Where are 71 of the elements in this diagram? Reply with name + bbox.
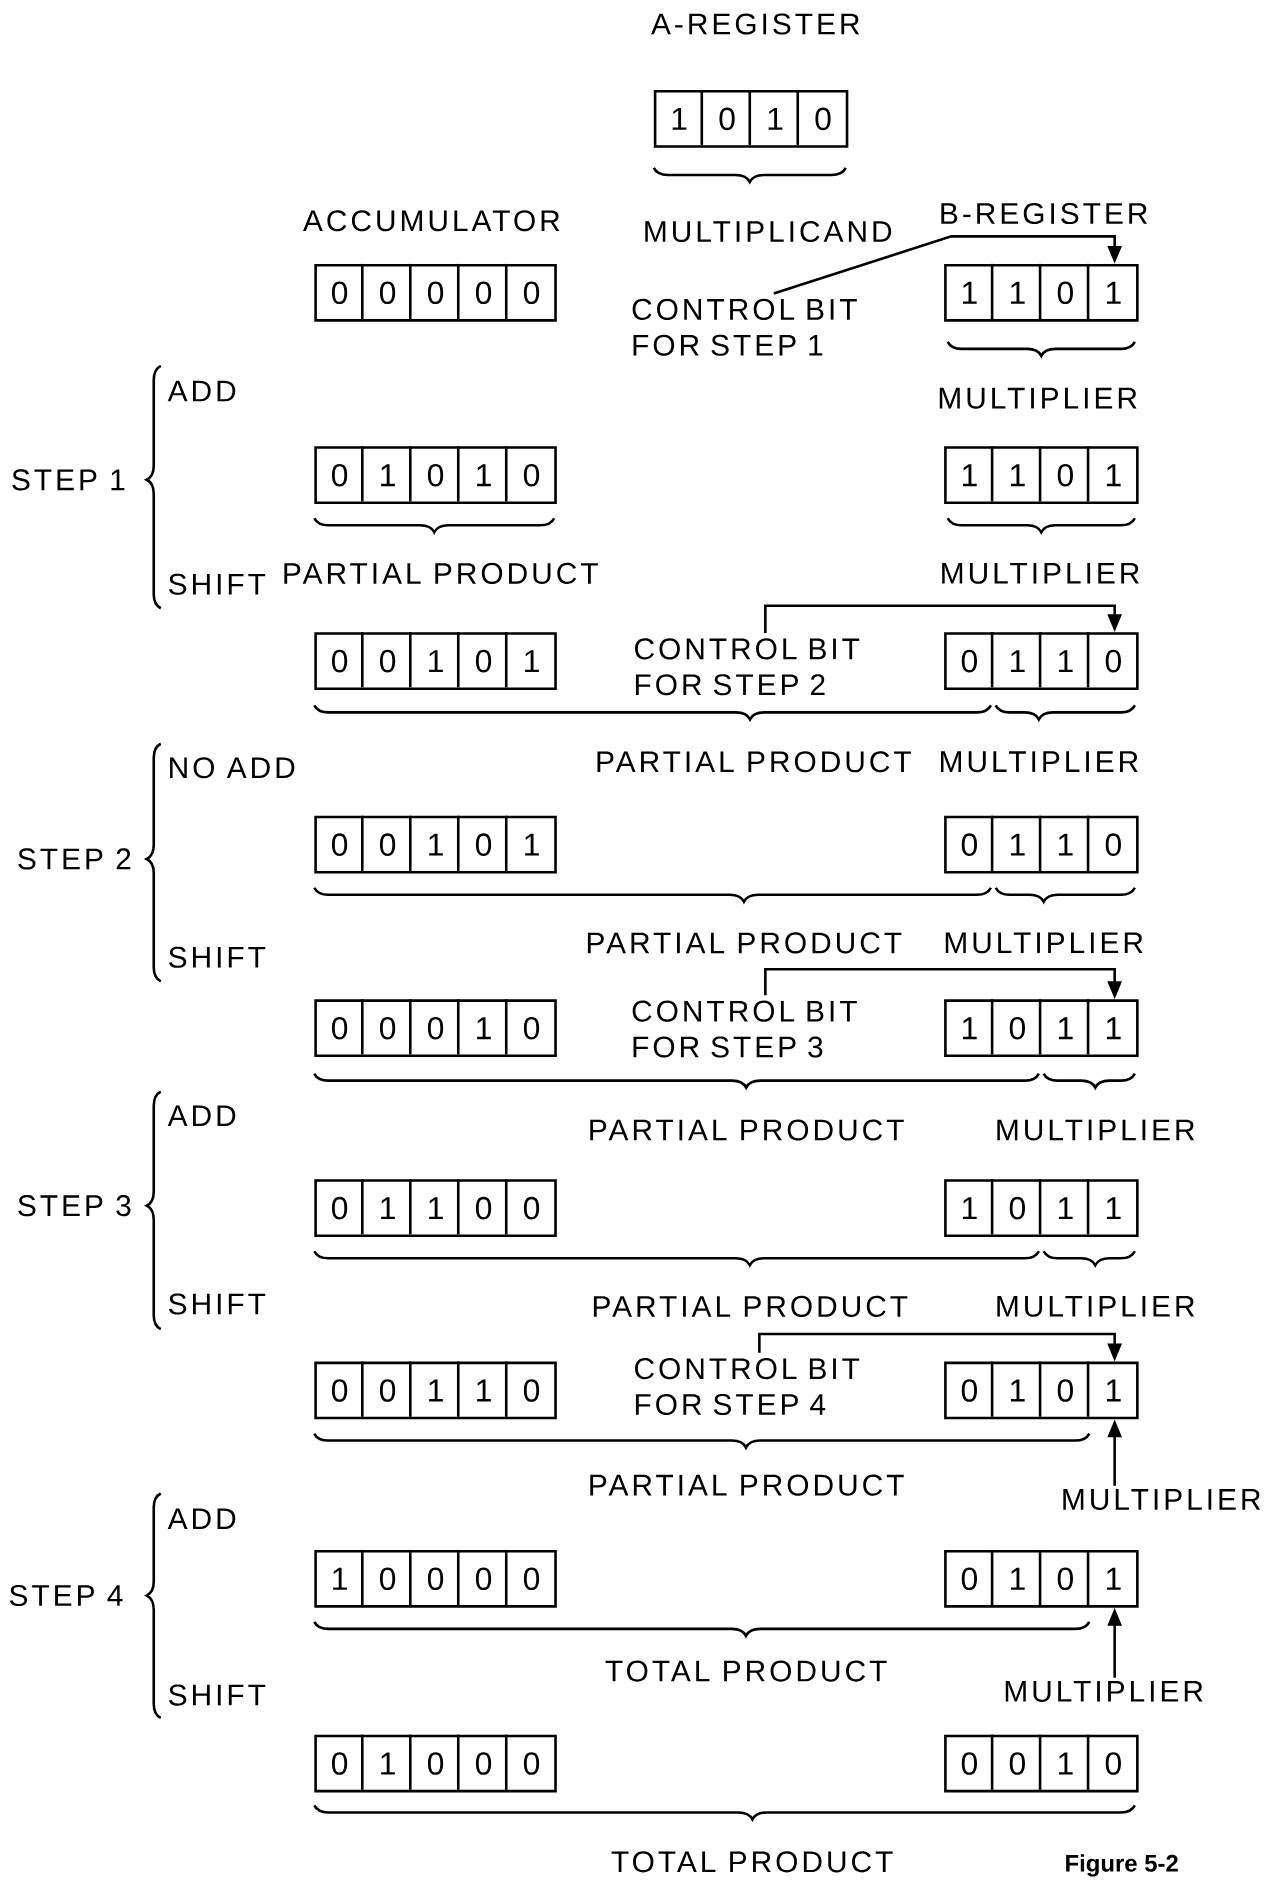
brace-label: MULTIPLIER	[997, 1295, 1195, 1317]
brace-label: ADD	[167, 1508, 236, 1529]
node-label: 0	[1057, 281, 1073, 305]
node-label: 0	[427, 281, 444, 305]
control-bit-label: CONTROL BIT FOR STEP 4	[634, 1358, 860, 1416]
register: 0 0 1 0 1	[314, 815, 557, 874]
node-label: 1	[1106, 281, 1121, 304]
brace-label: MULTIPLIER	[940, 751, 1138, 773]
brace-label: STEP 1	[12, 469, 125, 491]
brace-label: PARTIAL PRODUCT	[590, 1474, 904, 1496]
brace-label: SHIFT	[168, 946, 266, 968]
register: 0 1 1 0 0	[314, 1179, 557, 1237]
brace-label: PARTIAL PRODUCT	[587, 932, 902, 954]
node-label: 0	[523, 281, 540, 305]
register: 1 0 1 1	[944, 999, 1139, 1058]
brace-label: NO ADD	[170, 757, 295, 779]
brace-label: STEP 2	[18, 848, 131, 870]
brace-label: MULTIPLIER	[939, 387, 1137, 409]
brace-label: MULTIPLIER	[942, 563, 1139, 584]
node-label: 1	[962, 281, 977, 304]
node-label: 1	[672, 107, 687, 130]
brace-label: SHIFT	[168, 1684, 266, 1706]
register: 0 1 0 1 0	[314, 446, 557, 505]
leader-line	[763, 604, 1122, 633]
node-label: 1	[768, 107, 783, 130]
register-label: A-REGISTER	[651, 13, 860, 35]
brace-label: TOTAL PRODUCT	[605, 1660, 887, 1682]
node-label: 0	[815, 107, 831, 131]
brace-label: STEP 3	[18, 1195, 131, 1217]
brace-label: MULTIPLIER	[997, 1119, 1195, 1141]
brace-label: MULTIPLICAND	[645, 220, 892, 243]
register: 0 0 1 0	[944, 1734, 1139, 1793]
leader-line	[773, 235, 1122, 295]
node-label: 0	[379, 281, 396, 305]
node-label: 0	[475, 281, 492, 305]
register: 0 1 0 0 0	[314, 1734, 557, 1793]
register: 1 1 0 1	[944, 446, 1139, 505]
register: 0 0 1 0 1	[314, 632, 557, 690]
control-bit-label: CONTROL BIT FOR STEP 2	[634, 638, 860, 696]
brace-label: SHIFT	[168, 573, 266, 595]
register: 0 1 0 1	[944, 1361, 1139, 1420]
register-label: ACCUMULATOR	[302, 210, 560, 232]
brace-label: PARTIAL PRODUCT	[590, 1119, 904, 1141]
brace-label: SHIFT	[168, 1293, 266, 1315]
register: 1 0 0 0 0	[314, 1549, 557, 1608]
figure-caption: Figure 5-2	[1066, 1854, 1178, 1877]
register: 0 1 0 1	[944, 1549, 1139, 1608]
register: 1 0 1 1	[944, 1179, 1139, 1237]
brace-label: ADD	[167, 1105, 236, 1126]
register: 1 0 1 0	[653, 90, 849, 148]
node-label: 0	[719, 107, 735, 131]
brace-label: PARTIAL PRODUCT	[593, 1295, 908, 1317]
brace-label: ADD	[167, 380, 236, 402]
register: 0 0 0 0 0	[314, 263, 557, 322]
brace-label: MULTIPLIER	[945, 932, 1143, 954]
brace-label: PARTIAL PRODUCT	[284, 562, 598, 584]
register: 0 0 0 1 0	[314, 999, 557, 1058]
control-bit-label: CONTROL BIT FOR STEP 3	[632, 1000, 857, 1058]
register: 0 1 1 0	[944, 815, 1139, 874]
multiplier-label: MULTIPLIER	[1005, 1681, 1203, 1702]
brace-label: TOTAL PRODUCT	[611, 1851, 893, 1873]
multiplier-label: MULTIPLIER	[1063, 1489, 1261, 1510]
register-label: B-REGISTER	[941, 202, 1147, 225]
register: 0 1 1 0	[944, 632, 1139, 690]
brace-label: PARTIAL PRODUCT	[597, 751, 911, 773]
control-bit-label: CONTROL BIT FOR STEP 1	[632, 298, 857, 356]
register: 1 1 0 1	[944, 263, 1139, 322]
register: 0 0 1 1 0	[314, 1361, 557, 1420]
node-label: 1	[1010, 281, 1025, 304]
brace-label: STEP 4	[9, 1584, 123, 1607]
node-label: 0	[331, 281, 348, 305]
